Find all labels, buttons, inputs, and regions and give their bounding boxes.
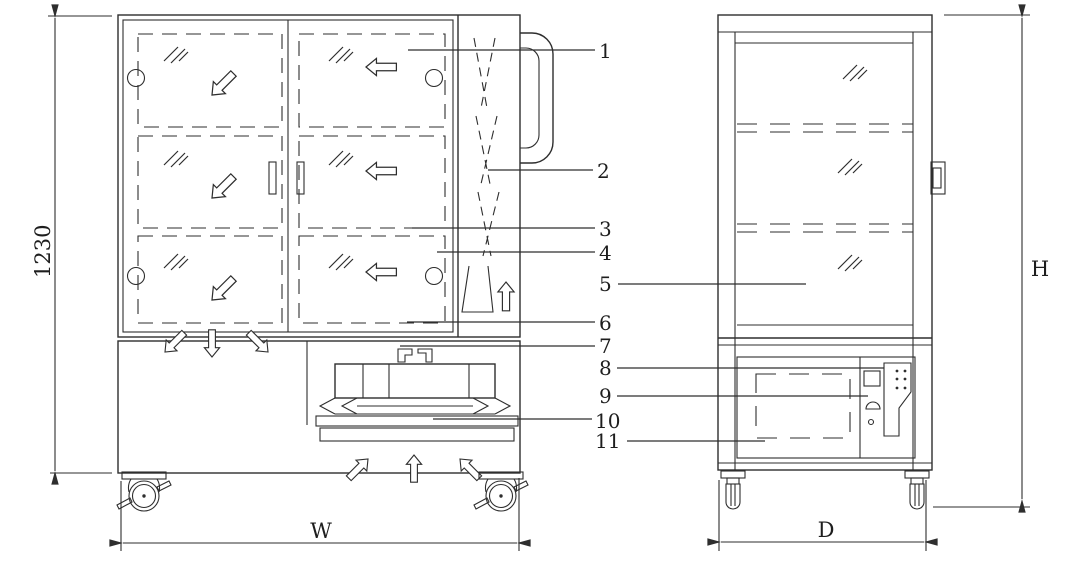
callout-1: 1 (599, 39, 612, 63)
callout-6: 6 (599, 311, 612, 335)
dimension-label-1230: 1230 (31, 225, 55, 278)
callout-9: 9 (599, 384, 612, 408)
callout-3: 3 (599, 217, 612, 241)
door-pull (268, 161, 277, 195)
callout-2: 2 (597, 159, 610, 183)
switch-button (865, 401, 881, 410)
airflow-arrow-icon (203, 329, 221, 358)
glass-hatch-icon (328, 46, 354, 64)
airflow-arrow-icon (365, 161, 398, 181)
door-lock-icon (126, 68, 146, 88)
door-right (296, 33, 446, 324)
side-view (717, 14, 946, 510)
caster-icon (116, 471, 172, 512)
airflow-arrow-icon (497, 281, 515, 312)
glass-hatch-icon (163, 46, 189, 64)
airflow-arrow-icon (205, 66, 241, 102)
airflow-arrow-icon (205, 271, 241, 307)
dimension-width: W (109, 478, 531, 551)
airflow-arrow-icon (365, 262, 398, 282)
callout-11: 11 (595, 429, 620, 453)
filter-assembly (315, 415, 519, 442)
side-glass-panel (737, 64, 913, 272)
side-casters (720, 470, 930, 510)
temperature-controller (883, 362, 912, 437)
callout-7: 7 (599, 334, 612, 358)
side-cabinet-body (717, 14, 933, 471)
glass-hatch-icon (837, 158, 863, 176)
glass-hatch-icon (328, 253, 354, 271)
dimension-overall-height: 1230 (31, 4, 112, 485)
airflow-arrow-icon (342, 453, 374, 485)
door-lock-icon (424, 68, 444, 88)
glass-hatch-icon (163, 253, 189, 271)
leader-lines (400, 49, 884, 442)
glass-hatch-icon (328, 150, 354, 168)
front-casters (116, 471, 529, 512)
airflow-arrow-icon (365, 57, 398, 77)
blower-housing (334, 363, 496, 399)
dimension-depth: D (707, 480, 938, 551)
callout-5: 5 (599, 272, 612, 296)
caster-icon (904, 470, 930, 510)
filter-frame (315, 415, 519, 427)
door-left (126, 33, 283, 324)
door-lock-icon (424, 266, 444, 286)
door-pull (296, 161, 305, 195)
controller-leds (895, 369, 907, 390)
handle (520, 32, 554, 164)
caster-icon (473, 471, 529, 512)
callout-8: 8 (599, 356, 612, 380)
glass-hatch-icon (837, 254, 863, 272)
glass-hatch-icon (163, 150, 189, 168)
control-panel (755, 357, 912, 458)
caster-icon (720, 470, 746, 510)
filter-media (319, 427, 515, 442)
side-duct (461, 37, 515, 313)
dimension-label-H: H (1031, 257, 1049, 281)
airflow-arrow-icon (205, 169, 241, 205)
door-lock-icon (126, 266, 146, 286)
blower-assembly (318, 348, 512, 415)
access-panel (755, 373, 851, 439)
side-handle (930, 161, 946, 195)
airflow-arrow-icon (405, 454, 423, 483)
motor-bracket (397, 348, 413, 363)
diffuser (318, 397, 512, 415)
cabinet-body (117, 14, 521, 474)
glass-hatch-icon (842, 64, 868, 82)
callout-4: 4 (599, 241, 612, 265)
indicator-light (867, 418, 875, 426)
dimension-label-W: W (310, 519, 332, 543)
power-button (863, 370, 881, 387)
callout-numbers: 1 2 3 4 5 6 7 8 9 10 11 (595, 39, 620, 453)
dimension-height: H (933, 4, 1049, 513)
dimension-label-D: D (818, 518, 835, 542)
front-view (116, 14, 554, 512)
callout-10: 10 (595, 409, 620, 433)
